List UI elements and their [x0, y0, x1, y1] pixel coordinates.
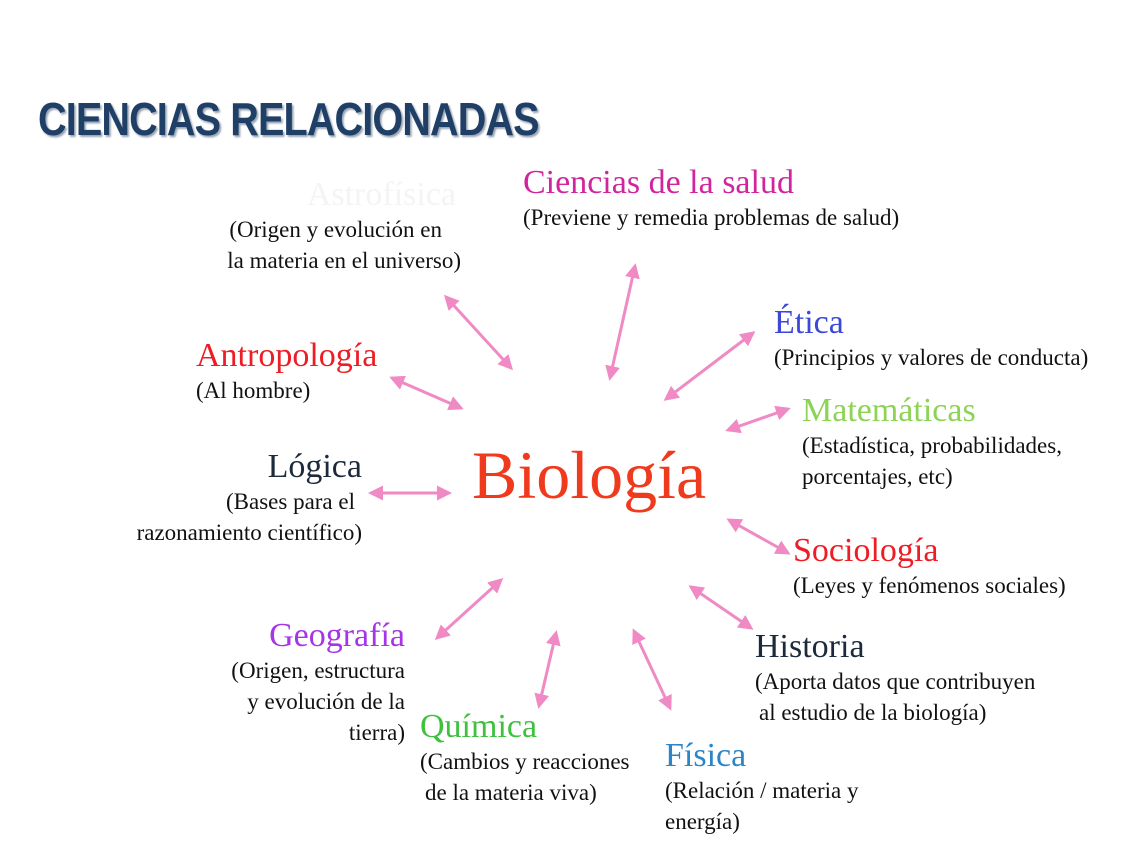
node-desc-line: energía) — [665, 809, 740, 834]
node-name-astrofisica: Astrofísica — [306, 176, 456, 213]
node-desc-line: al estudio de la biología) — [759, 700, 987, 725]
node-desc-line: razonamiento científico) — [136, 520, 362, 545]
node-desc-line: (Previene y remedia problemas de salud) — [523, 205, 900, 230]
node-desc-line: (Leyes y fenómenos sociales) — [793, 573, 1066, 598]
node-desc-line: tierra) — [348, 720, 405, 745]
arrow-astrofisica — [443, 294, 514, 371]
node-desc-line: (Origen y evolución en — [229, 217, 442, 242]
node-etica: Ética (Principios y valores de conducta) — [774, 304, 1088, 373]
node-ciencias-salud: Ciencias de la salud (Previene y remedia… — [523, 164, 899, 233]
arrow-geografia — [434, 577, 504, 641]
node-desc-line: (Cambios y reacciones — [420, 749, 630, 774]
node-astrofisica: Astrofísica (Origen y evolución en la ma… — [227, 176, 461, 276]
page-title: CIENCIAS RELACIONADAS — [38, 93, 540, 145]
node-logica: Lógica (Bases para el razonamiento cient… — [137, 448, 362, 548]
node-fisica: Física (Relación / materia y energía) — [665, 737, 859, 837]
center-term: Biología — [472, 437, 707, 513]
node-desc-line: la materia en el universo) — [227, 248, 461, 273]
node-name-historia: Historia — [755, 628, 865, 665]
arrow-salud — [605, 263, 640, 381]
node-desc-line: (Al hombre) — [196, 378, 311, 403]
node-desc-line: (Bases para el — [226, 489, 355, 514]
node-desc-line: (Estadística, probabilidades, — [802, 433, 1062, 458]
node-desc-line: (Origen, estructura — [231, 658, 405, 683]
node-desc-line: y evolución de la — [247, 689, 405, 714]
arrow-historia — [688, 585, 754, 630]
node-desc-line: (Aporta datos que contribuyen — [755, 669, 1036, 694]
arrow-fisica — [632, 628, 672, 711]
node-desc-line: de la materia viva) — [425, 780, 597, 805]
node-desc-line: porcentajes, etc) — [802, 464, 953, 489]
arrow-etica — [663, 331, 756, 401]
node-name-quimica: Química — [420, 708, 538, 745]
node-matematicas: Matemáticas (Estadística, probabilidades… — [802, 392, 1062, 492]
arrow-quimica — [534, 630, 561, 709]
arrow-antropologia — [389, 375, 464, 411]
node-geografia: Geografía (Origen, estructura y evolució… — [231, 617, 405, 748]
arrow-sociologia — [726, 518, 791, 555]
node-name-etica: Ética — [774, 304, 844, 341]
node-sociologia: Sociología (Leyes y fenómenos sociales) — [793, 532, 1066, 601]
node-name-ciencias-salud: Ciencias de la salud — [523, 164, 794, 201]
node-name-geografia: Geografía — [269, 617, 405, 654]
node-name-logica: Lógica — [267, 448, 362, 485]
node-name-sociologia: Sociología — [793, 532, 939, 569]
node-name-antropologia: Antropología — [196, 337, 378, 374]
node-antropologia: Antropología (Al hombre) — [196, 337, 377, 406]
node-name-matematicas: Matemáticas — [802, 392, 976, 429]
node-desc-line: (Relación / materia y — [665, 778, 859, 803]
node-quimica: Química (Cambios y reacciones de la mate… — [420, 708, 629, 808]
node-desc-line: (Principios y valores de conducta) — [774, 345, 1089, 370]
node-name-fisica: Física — [665, 737, 747, 774]
node-historia: Historia (Aporta datos que contribuyen a… — [755, 628, 1035, 728]
arrow-matematicas — [725, 405, 791, 434]
